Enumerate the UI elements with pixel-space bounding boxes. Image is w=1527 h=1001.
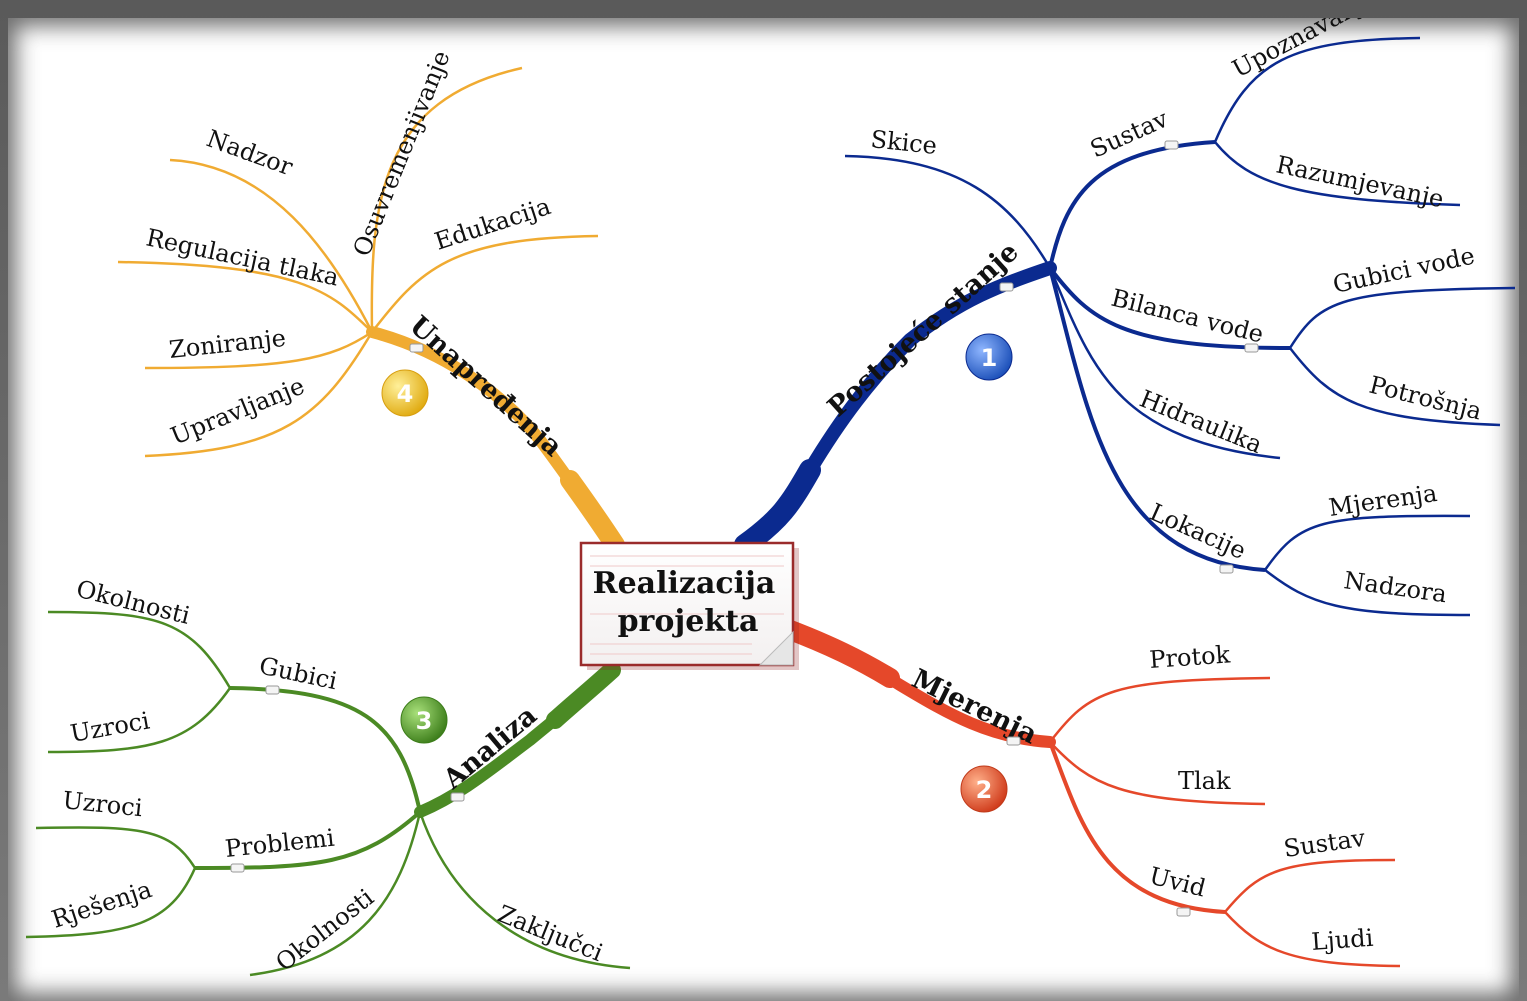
node-protok[interactable]: Protok <box>1148 640 1231 674</box>
node-regulacija-tlaka[interactable]: Regulacija tlaka <box>144 223 342 291</box>
number-badge-4: 4 <box>381 369 429 417</box>
node-okolnosti-gubici[interactable]: Okolnosti <box>74 575 194 630</box>
central-title-line2: projekta <box>618 604 759 639</box>
mind-map-canvas: 1 Postojeće stanje Skice Sustav Upoznava… <box>8 18 1519 1001</box>
svg-text:4: 4 <box>397 380 414 408</box>
node-zoniranje[interactable]: Zoniranje <box>168 324 287 364</box>
branch-label-postojece-stanje[interactable]: Postojeće stanje <box>822 236 1025 423</box>
branch-unapredjenja: 4 Unapređenja Nadzor Osuvremenjivanje Ed… <box>117 47 625 555</box>
node-zakljucci[interactable]: Zaključci <box>494 900 607 968</box>
svg-text:1: 1 <box>981 344 998 372</box>
collapse-handle[interactable] <box>265 685 280 695</box>
node-potrosnja[interactable]: Potrošnja <box>1367 371 1485 426</box>
branch-label-unapredjenja[interactable]: Unapređenja <box>403 310 568 463</box>
svg-text:3: 3 <box>416 707 433 735</box>
node-rjesenja[interactable]: Rješenja <box>48 875 155 934</box>
collapse-handle[interactable] <box>230 863 245 873</box>
node-bilanca-vode[interactable]: Bilanca vode <box>1109 284 1267 349</box>
collapse-handle[interactable] <box>1006 736 1021 746</box>
collapse-handle[interactable] <box>1176 907 1191 917</box>
node-problemi[interactable]: Problemi <box>224 824 336 863</box>
central-title-line1: Realizacija <box>593 566 776 601</box>
node-nadzora[interactable]: Nadzora <box>1342 566 1448 608</box>
node-uzroci-problemi[interactable]: Uzroci <box>61 786 144 822</box>
collapse-handle[interactable] <box>1219 564 1234 574</box>
node-sustav[interactable]: Sustav <box>1086 104 1172 163</box>
node-razumjevanje[interactable]: Razumjevanje <box>1274 150 1447 213</box>
branch-analiza: 3 Analiza Gubici Okolnosti Uzroci Proble… <box>25 575 631 977</box>
mind-map: 1 Postojeće stanje Skice Sustav Upoznava… <box>25 18 1516 977</box>
collapse-handle[interactable] <box>1164 140 1179 150</box>
node-uzroci-gubici[interactable]: Uzroci <box>68 706 152 748</box>
node-nadzor[interactable]: Nadzor <box>203 124 297 181</box>
collapse-handles <box>230 140 1259 917</box>
number-badge-1: 1 <box>965 333 1013 381</box>
number-badge-3: 3 <box>400 696 448 744</box>
node-ljudi[interactable]: Ljudi <box>1310 924 1374 956</box>
central-topic[interactable]: Realizacija projekta <box>579 541 799 670</box>
node-upravljanje[interactable]: Upravljanje <box>167 372 309 451</box>
branch-mjerenja: 2 Mjerenja Protok Tlak Uvid Sustav Ljudi <box>775 618 1401 968</box>
node-sustav-uvid[interactable]: Sustav <box>1282 824 1367 863</box>
collapse-handle[interactable] <box>999 282 1014 292</box>
collapse-handle[interactable] <box>450 792 465 802</box>
collapse-handle[interactable] <box>1244 343 1259 353</box>
collapse-handle[interactable] <box>409 343 424 353</box>
number-badge-2: 2 <box>960 765 1008 813</box>
svg-text:2: 2 <box>976 776 993 804</box>
node-tlak[interactable]: Tlak <box>1178 767 1231 795</box>
node-skice[interactable]: Skice <box>869 125 938 160</box>
branch-postojece-stanje: 1 Postojeće stanje Skice Sustav Upoznava… <box>734 18 1516 617</box>
node-okolnosti[interactable]: Okolnosti <box>270 883 379 977</box>
